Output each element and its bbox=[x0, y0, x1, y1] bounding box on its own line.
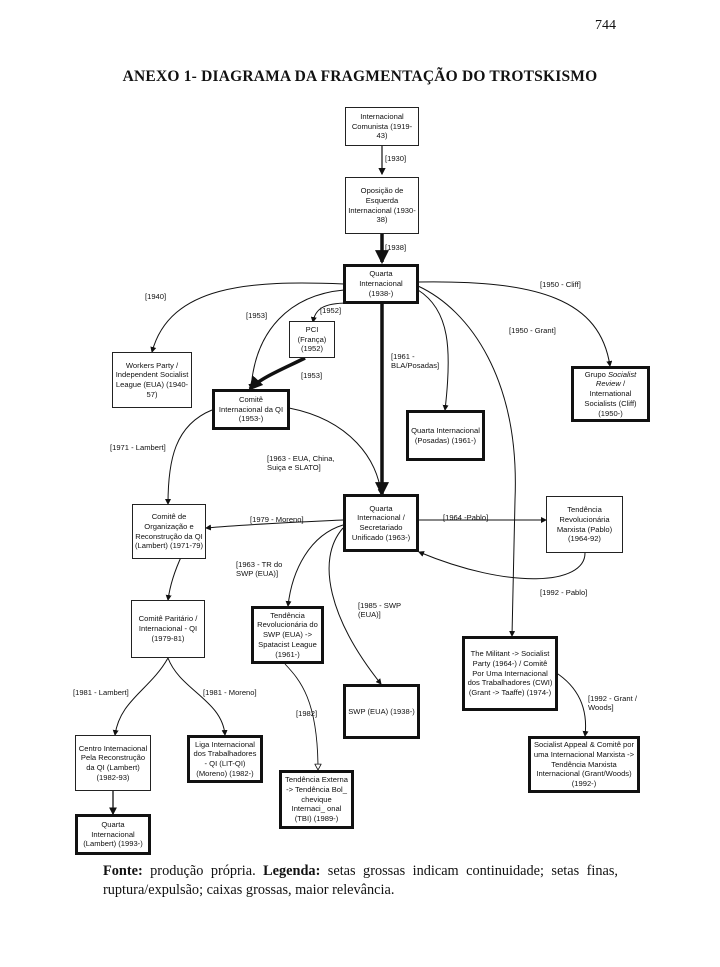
edge-su-swp bbox=[328, 527, 382, 685]
edge-label-1938: [1938] bbox=[385, 243, 407, 252]
edge-quarta-militant bbox=[417, 285, 516, 637]
edge-pablo-su bbox=[418, 551, 586, 580]
node-workers-party: Workers Party / Independent Socialist Le… bbox=[112, 352, 192, 408]
edge-paritario-liga bbox=[167, 657, 228, 736]
node-comite-organizacao: Comitê de Organização e Reconstrução da … bbox=[132, 504, 206, 559]
caption-fonte-text: produção própria. bbox=[142, 863, 264, 879]
edge-paritario-centro bbox=[112, 657, 169, 736]
node-tendencia-swp-spartacist: Tendência Revolucionária do SWP (EUA) ->… bbox=[251, 606, 324, 664]
node-grupo-socialist-review: Grupo Socialist Review / International S… bbox=[571, 366, 650, 422]
node-quarta-posadas: Quarta Internacional (Posadas) (1961-) bbox=[406, 410, 485, 461]
node-comite-internacional-qi: Comitê Internacional da QI (1953-) bbox=[212, 389, 290, 430]
edge-label-1963-tr: [1963 - TR do SWP (EUA)] bbox=[236, 560, 283, 579]
edge-label-1963-eua: [1963 - EUA, China, Suiça e SLATO] bbox=[267, 454, 335, 473]
edge-quarta-posadas bbox=[417, 289, 449, 411]
edge-label-1981-lambert: [1981 - Lambert] bbox=[73, 688, 129, 697]
node-quarta-secretariado-unificado: Quarta Internacional / Secretariado Unif… bbox=[343, 494, 419, 552]
edge-label-1952: [1952] bbox=[320, 306, 342, 315]
edge-comite-org bbox=[165, 409, 213, 505]
caption-fonte-label: Fonte: bbox=[103, 863, 143, 879]
node-tendencia-bolchevique: Tendência Externa -> Tendência Bol_ chev… bbox=[279, 770, 354, 829]
node-quarta-lambert: Quarta Internacional (Lambert) (1993-) bbox=[75, 814, 151, 855]
edge-label-1950-cliff: [1950 - Cliff] bbox=[540, 280, 581, 289]
edge-label-1985-swp: [1985 - SWP (EUA)] bbox=[358, 601, 401, 620]
caption-legenda-text: setas grossas indicam continuidade; seta… bbox=[103, 863, 619, 898]
caption-legenda-label: Legenda: bbox=[263, 863, 321, 879]
edge-label-1930: [1930] bbox=[385, 154, 407, 163]
node-quarta-internacional: Quarta Internacional (1938-) bbox=[343, 264, 419, 304]
edge-su-tr bbox=[285, 524, 344, 607]
edge-tr-tbi bbox=[284, 663, 318, 770]
node-comite-paritario: Comitê Paritário / Internacional - QI (1… bbox=[131, 600, 205, 658]
node-grupo-socialist-review-text: Grupo Socialist Review / International S… bbox=[584, 369, 637, 418]
edge-militant-appeal bbox=[554, 671, 589, 737]
edge-quarta-comite bbox=[248, 289, 345, 390]
edge-label-1981-moreno: [1981 - Moreno] bbox=[203, 688, 257, 697]
node-liga-internacional: Liga Internacional dos Trabalhadores - Q… bbox=[187, 735, 263, 783]
edge-quarta-pci bbox=[310, 302, 349, 323]
edge-label-1982: [1982] bbox=[296, 709, 318, 718]
page-title: ANEXO 1- DIAGRAMA DA FRAGMENTAÇÃO DO TRO… bbox=[122, 68, 598, 85]
edge-label-1950-grant: [1950 - Grant] bbox=[509, 326, 556, 335]
edge-label-1992-grant: [1992 - Grant / Woods] bbox=[588, 694, 637, 713]
edge-label-1940: [1940] bbox=[145, 292, 167, 301]
node-tendencia-pablo: Tendência Revolucionária Marxista (Pablo… bbox=[546, 496, 623, 553]
edge-label-1971-lambert: [1971 - Lambert] bbox=[110, 443, 166, 452]
edge-comiteorg-paritario bbox=[165, 554, 183, 601]
node-socialist-appeal: Socialist Appeal & Comitê por uma Intern… bbox=[528, 736, 640, 793]
node-centro-internacional: Centro Internacional Pela Reconstrução d… bbox=[75, 735, 151, 791]
figure-caption: Fonte: produção própria. Legenda: setas … bbox=[103, 862, 618, 899]
node-militant-cwi: The Militant -> Socialist Party (1964-) … bbox=[462, 636, 558, 711]
edge-label-1961-bla: [1961 - BLA/Posadas] bbox=[391, 352, 440, 371]
edge-label-1964-pablo: [1964 -Pablo] bbox=[443, 513, 489, 522]
edge-pci-comite bbox=[248, 356, 306, 391]
edge-label-1953-a: [1953] bbox=[246, 311, 268, 320]
edge-comite-su bbox=[288, 407, 384, 495]
page-number: 744 bbox=[595, 18, 616, 33]
edge-label-1992-pablo: [1992 - Pablo] bbox=[540, 588, 588, 597]
edge-label-1979-moreno: [1979 - Moreno] bbox=[250, 515, 304, 524]
node-pci-franca: PCI (França) (1952) bbox=[289, 321, 335, 358]
edge-quarta-workers bbox=[150, 282, 345, 353]
node-oposicao-esquerda: Oposição de Esquerda Internacional (1930… bbox=[345, 177, 419, 234]
node-internacional-comunista: Internacional Comunista (1919-43) bbox=[345, 107, 419, 146]
edge-label-1953-b: [1953] bbox=[301, 371, 323, 380]
edge-quarta-cliff bbox=[417, 281, 613, 367]
node-swp-eua: SWP (EUA) (1938-) bbox=[343, 684, 420, 739]
edge-su-comiteorg bbox=[205, 519, 344, 531]
